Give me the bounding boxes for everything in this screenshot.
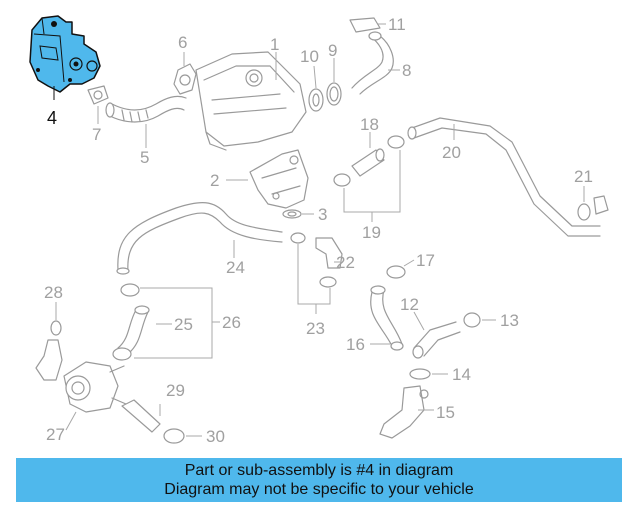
part-8-hose[interactable] (351, 31, 394, 95)
callout-19: 19 (362, 223, 381, 242)
callout-30: 30 (206, 427, 225, 446)
part-12-hose[interactable] (412, 321, 461, 359)
info-banner: Part or sub-assembly is #4 in diagram Di… (16, 458, 622, 502)
part-28-bracket[interactable] (35, 320, 63, 381)
part-17-clamp[interactable] (386, 265, 406, 279)
part-1-egr-cooler[interactable] (195, 51, 307, 151)
part-10-seal[interactable] (308, 88, 324, 112)
part-19-clamps[interactable] (333, 135, 405, 187)
part-25-hose[interactable] (117, 305, 150, 355)
callout-25: 25 (174, 315, 193, 334)
part-9-clamp[interactable] (326, 82, 342, 106)
callout-15: 15 (436, 403, 455, 422)
part-13-clamp[interactable] (463, 312, 481, 328)
callout-8: 8 (402, 61, 411, 80)
callout-24: 24 (226, 258, 245, 277)
callout-21: 21 (574, 167, 593, 186)
part-11-gasket[interactable] (349, 17, 381, 33)
part-24-pipe[interactable] (116, 202, 283, 275)
part-5-egr-pipe[interactable] (105, 95, 187, 123)
callout-5: 5 (140, 148, 149, 167)
part-15-connector[interactable] (379, 385, 429, 439)
callout-16: 16 (346, 335, 365, 354)
part-30-clamp[interactable] (163, 428, 185, 444)
callout-22: 22 (336, 253, 355, 272)
part-4-egr-valve[interactable] (29, 15, 101, 93)
part-22-hose[interactable] (315, 237, 343, 269)
callout-17: 17 (416, 251, 435, 270)
callout-28: 28 (44, 283, 63, 302)
part-7-gasket[interactable] (87, 85, 109, 105)
part-20-pipe[interactable] (407, 117, 601, 237)
part-27-water-pump[interactable] (63, 361, 127, 413)
part-18-hose[interactable] (351, 148, 385, 177)
callout-12: 12 (400, 295, 419, 314)
part-16-hose[interactable] (370, 285, 404, 351)
part-6-gasket[interactable] (173, 63, 197, 95)
banner-line-1: Part or sub-assembly is #4 in diagram (184, 462, 454, 479)
callout-13: 13 (500, 311, 519, 330)
callout-9: 9 (328, 41, 337, 60)
callout-1: 1 (270, 35, 279, 54)
callout-7: 7 (92, 125, 101, 144)
callout-2: 2 (210, 171, 219, 190)
callout-11: 11 (388, 15, 406, 34)
callout-27: 27 (46, 425, 65, 444)
callout-10: 10 (300, 47, 319, 66)
part-26-clamps[interactable] (112, 283, 140, 361)
part-2-bracket[interactable] (249, 149, 309, 209)
callout-29: 29 (166, 381, 185, 400)
parts-diagram: 4 1 5 6 7 8 9 (29, 15, 609, 446)
part-3-gasket[interactable] (282, 209, 302, 219)
callout-18: 18 (360, 115, 379, 134)
part-14-clamp[interactable] (409, 368, 431, 380)
callout-3: 3 (318, 205, 327, 224)
callout-26: 26 (222, 313, 241, 332)
callout-4: 4 (47, 108, 57, 128)
part-23-clamps[interactable] (290, 232, 337, 288)
part-29-hose[interactable] (121, 399, 161, 433)
callout-23: 23 (306, 319, 325, 338)
part-21-flange[interactable] (577, 195, 609, 221)
callout-14: 14 (452, 365, 471, 384)
callout-6: 6 (178, 33, 187, 52)
callout-20: 20 (442, 143, 461, 162)
banner-line-2: Diagram may not be specific to your vehi… (164, 481, 474, 498)
